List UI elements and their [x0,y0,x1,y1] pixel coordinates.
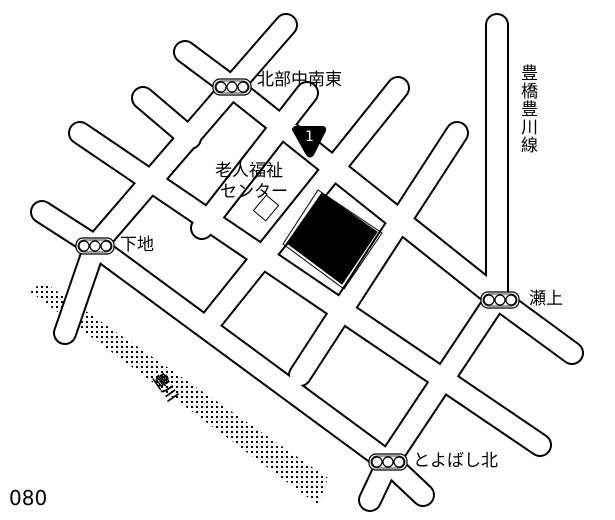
welfare-center-building [252,194,280,222]
intersection-label-shimoji: 下地 [120,235,154,255]
road-north-diagonal [175,42,582,363]
facility-label-line2: センター [220,182,288,202]
road-sw-3 [202,78,408,330]
road-sw-2 [192,83,317,238]
road-sw-4 [290,123,467,385]
route-1-marker [292,126,327,158]
page-number: 080 [9,486,48,510]
route-number: 1 [305,129,314,145]
target-building [286,192,378,285]
intersection-label-toyobashi-kita: とよばし北 [413,451,498,471]
river [28,283,328,505]
traffic-signal-icon [212,78,252,96]
facility-label-line1: 老人福祉 [215,161,283,181]
traffic-signal-icon [368,453,408,471]
intersection-label-hokubu-chunan-higashi: 北部中南東 [257,70,342,90]
traffic-signal-icon [75,237,115,255]
road-name-label: 豊橋豊川線 [517,64,537,154]
intersection-label-segami: 瀬上 [529,289,563,309]
traffic-signal-icon [480,291,520,309]
road-main-sw [55,15,296,343]
